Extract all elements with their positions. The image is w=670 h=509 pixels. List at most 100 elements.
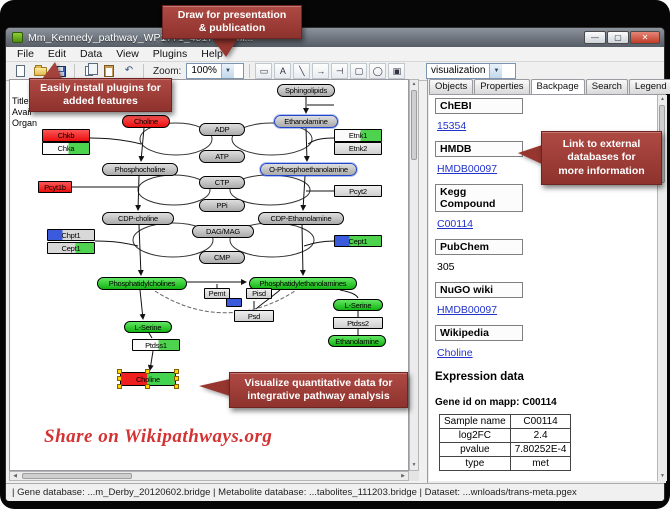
undo-button[interactable]: ↶ — [120, 63, 138, 80]
template-tool[interactable]: ▣ — [388, 63, 406, 79]
tbar-tool[interactable]: ⊣ — [331, 63, 349, 79]
menu-file[interactable]: File — [17, 48, 34, 60]
pathway-node-chkb[interactable]: Chkb — [42, 129, 90, 142]
selection-handle[interactable] — [117, 376, 122, 381]
scroll-up-icon[interactable]: ▲ — [411, 81, 417, 87]
pathway-node-l-serine[interactable]: L-Serine — [333, 299, 383, 311]
expression-table: Sample name C00114 log2FC 2.4 pvalue 7.8… — [439, 414, 572, 471]
pathway-node-chpt1[interactable]: Chpt1 — [47, 229, 95, 241]
pathway-node-cmp[interactable]: CMP — [199, 251, 245, 264]
chebi-link[interactable]: 15354 — [437, 120, 467, 132]
selection-handle[interactable] — [145, 384, 150, 389]
pathway-node-cept1[interactable]: Cept1 — [47, 242, 95, 254]
pathway-node-ptdss1[interactable]: Ptdss1 — [132, 339, 180, 351]
pathway-node-cept1[interactable]: Cept1 — [334, 235, 382, 247]
maximize-button[interactable]: ▢ — [607, 31, 629, 44]
pathway-node-pcyt2[interactable]: Pcyt2 — [334, 185, 382, 197]
scroll-thumb[interactable] — [22, 473, 132, 479]
zoom-combobox[interactable]: 100% ▼ — [186, 63, 245, 79]
pathway-node-pcyt1b[interactable]: Pcyt1b — [38, 181, 72, 193]
toolbar: ↶ Zoom: 100% ▼ ▭ A ╲ → ⊣ ▢ ◯ ▣ visualiza… — [6, 62, 664, 81]
rect-tool[interactable]: ▢ — [350, 63, 368, 79]
pathway-node-ppi[interactable]: PPi — [199, 199, 245, 212]
tab-objects[interactable]: Objects — [429, 79, 474, 94]
pathway-node-phosphatidylcholines[interactable]: Phosphatidylcholines — [97, 277, 187, 290]
callout-line: & publication — [198, 22, 266, 34]
tab-backpage[interactable]: Backpage — [530, 79, 585, 94]
label-tool[interactable]: A — [274, 63, 292, 79]
pathway-node-atp[interactable]: ATP — [199, 150, 245, 163]
callout-line: Draw for presentation — [177, 8, 287, 21]
menu-data[interactable]: Data — [80, 48, 103, 60]
pathway-node-chka[interactable]: Chka — [42, 142, 90, 155]
menu-view[interactable]: View — [116, 48, 139, 60]
canvas-vertical-scrollbar[interactable]: ▲ ▼ — [409, 79, 419, 471]
datanode-tool[interactable]: ▭ — [255, 63, 273, 79]
tab-properties[interactable]: Properties — [474, 79, 530, 94]
selection-handle[interactable] — [174, 369, 179, 374]
close-button[interactable]: ✕ — [630, 31, 660, 44]
chevron-down-icon[interactable]: ▼ — [220, 64, 234, 78]
wikipedia-link[interactable]: Choline — [437, 347, 473, 359]
table-cell: Sample name — [439, 414, 511, 429]
pathway-node-choline[interactable]: Choline — [122, 115, 170, 128]
pubchem-id: 305 — [437, 261, 455, 273]
pathway-node-ctp[interactable]: CTP — [199, 176, 245, 189]
menu-edit[interactable]: Edit — [47, 48, 67, 60]
selection-handle[interactable] — [117, 384, 122, 389]
scroll-down-icon[interactable]: ▼ — [411, 462, 417, 468]
scroll-right-icon[interactable]: ▶ — [401, 473, 405, 479]
ellipse-tool[interactable]: ◯ — [369, 63, 387, 79]
pathway-node-phosphatidylethanolamines[interactable]: Phosphatidylethanolamines — [249, 277, 357, 290]
kegg-link[interactable]: C00114 — [437, 218, 474, 230]
pathway-node-cdp-ethanolamine[interactable]: CDP-Ethanolamine — [258, 212, 344, 225]
nugo-link[interactable]: HMDB00097 — [437, 304, 498, 316]
selection-handle[interactable] — [174, 384, 179, 389]
pathway-node-etnk2[interactable]: Etnk2 — [334, 142, 382, 155]
callout-line: more information — [558, 164, 645, 177]
scroll-up-icon[interactable]: ▲ — [660, 96, 665, 102]
pathway-node-o-phosphoethanolamine[interactable]: O-Phosphoethanolamine — [260, 163, 357, 176]
side-panel-tabs: Objects Properties Backpage Search Legen… — [429, 79, 670, 95]
selection-handle[interactable] — [174, 376, 179, 381]
selection-handle[interactable] — [145, 369, 150, 374]
copy-button[interactable] — [80, 63, 98, 80]
table-row: log2FC 2.4 — [439, 428, 572, 443]
canvas-horizontal-scrollbar[interactable]: ◀ ▶ — [9, 471, 409, 481]
pathway-node-sphingolipids[interactable]: Sphingolipids — [277, 84, 335, 97]
copy-icon — [85, 63, 98, 76]
pathway-node-ethanolamine[interactable]: Ethanolamine — [328, 335, 386, 347]
pathway-node-etnk1[interactable]: Etnk1 — [334, 129, 382, 142]
pathway-node-pisd[interactable]: Pisd — [246, 288, 272, 299]
pathway-node-cdp-choline[interactable]: CDP-choline — [102, 212, 174, 225]
hmdb-link[interactable]: HMDB00097 — [437, 163, 498, 175]
callout-link: Link to external databases for more info… — [541, 131, 662, 185]
paste-button[interactable] — [100, 63, 118, 80]
line-tool[interactable]: ╲ — [293, 63, 311, 79]
pathway-node-choline[interactable]: Choline — [117, 369, 179, 389]
section-header-pubchem: PubChem — [435, 239, 523, 255]
chevron-down-icon[interactable]: ▼ — [489, 64, 503, 78]
pathway-node-l-serine[interactable]: L-Serine — [124, 321, 172, 333]
pathway-node-ptdss2[interactable]: Ptdss2 — [333, 317, 383, 329]
callout-tail — [199, 379, 230, 396]
arrow-tool[interactable]: → — [312, 63, 330, 79]
pathway-node-phosphocholine[interactable]: Phosphocholine — [102, 163, 178, 176]
pathway-node-psd[interactable]: Psd — [234, 310, 274, 322]
minimize-button[interactable]: — — [584, 31, 606, 44]
tab-legend[interactable]: Legend — [628, 79, 670, 94]
pathway-node-adp[interactable]: ADP — [199, 123, 245, 136]
pathway-node-unlabeled[interactable] — [226, 298, 242, 307]
scroll-left-icon[interactable]: ◀ — [13, 473, 17, 479]
menu-plugins[interactable]: Plugins — [152, 48, 188, 60]
paste-icon — [104, 65, 114, 77]
selection-handle[interactable] — [117, 369, 122, 374]
pathway-node-ethanolamine[interactable]: Ethanolamine — [274, 115, 338, 128]
visualization-combobox[interactable]: visualization ▼ — [426, 63, 516, 79]
scroll-thumb[interactable] — [411, 90, 417, 160]
pathway-node-dag-mag[interactable]: DAG/MAG — [192, 225, 254, 238]
new-button[interactable] — [11, 63, 29, 80]
scroll-down-icon[interactable]: ▼ — [660, 473, 665, 479]
tab-search[interactable]: Search — [585, 79, 628, 94]
